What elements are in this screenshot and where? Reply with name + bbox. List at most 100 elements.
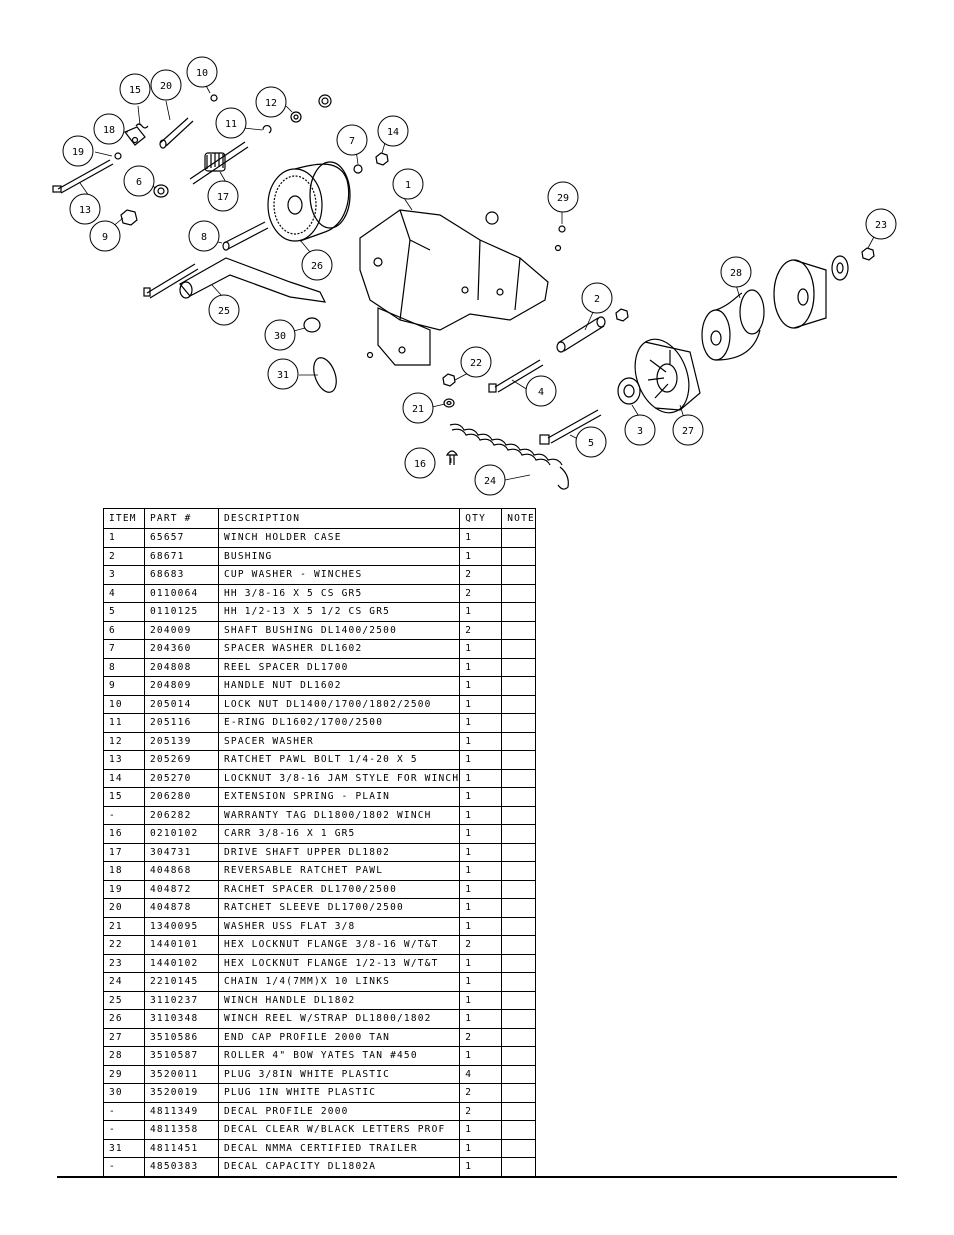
callout-label: 29 (557, 193, 569, 204)
cell-qty: 1 (459, 694, 503, 714)
callout-label: 19 (72, 147, 84, 158)
cell-note (501, 805, 536, 825)
cell-description: EXTENSION SPRING - PLAIN (217, 787, 461, 807)
cell-note (501, 935, 536, 955)
callout-circle (301, 249, 333, 281)
cell-part-number: 1440102 (144, 953, 219, 973)
cell-description: HH 1/2-13 X 5 1/2 CS GR5 (217, 602, 461, 622)
header-item: ITEM (103, 508, 145, 529)
callout-circle (547, 181, 579, 213)
cell-description: DECAL NMMA CERTIFIED TRAILER (217, 1138, 461, 1158)
callout-3: 3 (624, 414, 656, 446)
cell-note (501, 972, 536, 992)
cell-qty: 1 (459, 805, 503, 825)
cell-part-number: 204808 (144, 657, 219, 677)
cell-description: DRIVE SHAFT UPPER DL1802 (217, 842, 461, 862)
callout-circle (525, 375, 557, 407)
cell-qty: 1 (459, 1009, 503, 1029)
cell-description: ROLLER 4" BOW YATES TAN #450 (217, 1046, 461, 1066)
callout-circle (119, 73, 151, 105)
cell-note (501, 731, 536, 751)
cell-note (501, 1101, 536, 1121)
cell-part-number: 0210102 (144, 824, 219, 844)
callout-11: 11 (215, 107, 247, 139)
cell-note (501, 1157, 536, 1178)
cell-item: 22 (103, 935, 145, 955)
cell-item: 18 (103, 861, 145, 881)
cell-qty: 2 (459, 935, 503, 955)
cell-part-number: 1440101 (144, 935, 219, 955)
cell-item: 3 (103, 565, 145, 585)
callout-1: 1 (392, 168, 424, 200)
cell-qty: 1 (459, 972, 503, 992)
callout-8: 8 (188, 220, 220, 252)
cell-part-number: 404872 (144, 879, 219, 899)
cell-description: HEX LOCKNUT FLANGE 3/8-16 W/T&T (217, 935, 461, 955)
callout-label: 2 (594, 294, 600, 305)
cell-description: REVERSABLE RATCHET PAWL (217, 861, 461, 881)
cell-note (501, 824, 536, 844)
callout-27: 27 (672, 414, 704, 446)
cell-item: - (103, 1120, 145, 1140)
cell-note (501, 1046, 536, 1066)
callout-label: 31 (277, 370, 289, 381)
callout-label: 5 (588, 438, 594, 449)
cell-note (501, 1009, 536, 1029)
callout-circle (62, 135, 94, 167)
callout-circle (581, 282, 613, 314)
cell-item: 4 (103, 583, 145, 603)
cell-description: LOCKNUT 3/8-16 JAM STYLE FOR WINCH (217, 768, 461, 788)
callout-label: 10 (196, 68, 208, 79)
cell-note (501, 953, 536, 973)
cell-item: 29 (103, 1064, 145, 1084)
callout-label: 9 (102, 232, 108, 243)
cell-part-number: 0110125 (144, 602, 219, 622)
callout-circle (624, 414, 656, 446)
callout-label: 14 (387, 127, 399, 138)
cell-item: 5 (103, 602, 145, 622)
cell-part-number: 204009 (144, 620, 219, 640)
callout-31: 31 (267, 358, 299, 390)
cell-item: 8 (103, 657, 145, 677)
cell-part-number: 3110348 (144, 1009, 219, 1029)
cell-qty: 1 (459, 1046, 503, 1066)
cell-part-number: 3510586 (144, 1027, 219, 1047)
callout-circle (186, 56, 218, 88)
callout-bubbles: 1234567891011121314151617181920212223242… (62, 56, 897, 496)
cell-qty: 1 (459, 768, 503, 788)
callout-label: 4 (538, 387, 544, 398)
cell-qty: 1 (459, 916, 503, 936)
callout-circle (865, 208, 897, 240)
cell-part-number: 205014 (144, 694, 219, 714)
header-part-number: PART # (144, 508, 219, 529)
callout-circle (267, 358, 299, 390)
cell-qty: 2 (459, 565, 503, 585)
callout-label: 30 (274, 331, 286, 342)
cell-description: REEL SPACER DL1700 (217, 657, 461, 677)
cell-part-number: 4811349 (144, 1101, 219, 1121)
cell-item: 26 (103, 1009, 145, 1029)
cell-part-number: 205116 (144, 713, 219, 733)
callout-circle (255, 86, 287, 118)
cell-description: PLUG 1IN WHITE PLASTIC (217, 1083, 461, 1103)
callout-circle (402, 392, 434, 424)
leader-lines (79, 79, 877, 481)
callout-29: 29 (547, 181, 579, 213)
callout-label: 24 (484, 476, 496, 487)
cell-part-number: 4850383 (144, 1157, 219, 1178)
